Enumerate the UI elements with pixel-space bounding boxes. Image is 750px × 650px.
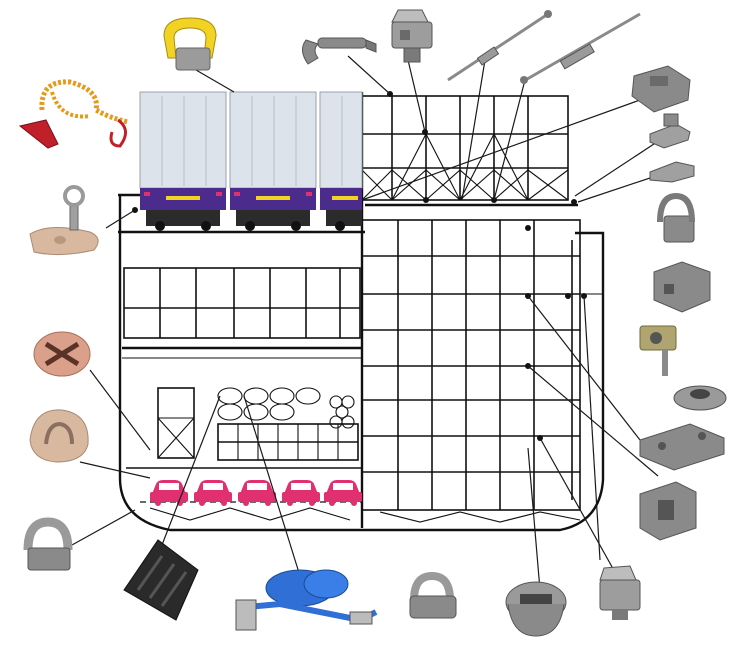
leader-lines (71, 55, 669, 591)
edge-protector-icon (123, 539, 199, 621)
twistlock-semi-auto-icon (391, 9, 433, 63)
stacking-cone-icon (631, 65, 691, 113)
lashing-rod-long-icon (520, 12, 641, 84)
twistlock-deck-icon (599, 565, 641, 620)
d-ring-yellow-icon (163, 17, 217, 71)
bridge-fitting-icon (649, 113, 691, 149)
container-corner-icon (653, 261, 711, 313)
lashing-bar-icon (302, 37, 377, 65)
d-ring-gray-icon (409, 571, 457, 619)
car-deck (150, 480, 362, 506)
left-hold-grid (122, 267, 362, 359)
d-ring-plate-icon (657, 192, 695, 243)
car (150, 480, 188, 506)
car (194, 480, 232, 506)
bridge-clamp-icon (649, 161, 695, 183)
twistlock-bolt-icon (639, 325, 677, 376)
upper-container-grid (361, 95, 569, 201)
recessed-cross-pad-icon (33, 331, 91, 377)
trailers (139, 91, 363, 231)
swivel-eye-pad-icon (29, 185, 99, 256)
recessed-d-ring-icon (29, 409, 89, 463)
double-pad-fitting-icon (639, 423, 725, 471)
weld-d-ring-icon (23, 517, 73, 571)
chain-lashing-icon (18, 79, 129, 149)
hold-container-grid (361, 219, 603, 511)
cloverleaf-socket-icon (673, 385, 727, 411)
lashing-points (132, 91, 587, 441)
trailer (139, 91, 227, 231)
trailer (229, 91, 317, 231)
foundation-socket-icon (639, 481, 697, 541)
general-cargo-area (126, 387, 581, 523)
flush-socket-icon (505, 581, 567, 637)
car (238, 480, 276, 506)
ship-cross-section (118, 91, 605, 532)
car (282, 480, 320, 506)
trailer (319, 91, 363, 231)
ratchet-strap-icon (235, 569, 378, 631)
turnbuckle-rod-icon (447, 10, 552, 82)
car (324, 480, 362, 506)
